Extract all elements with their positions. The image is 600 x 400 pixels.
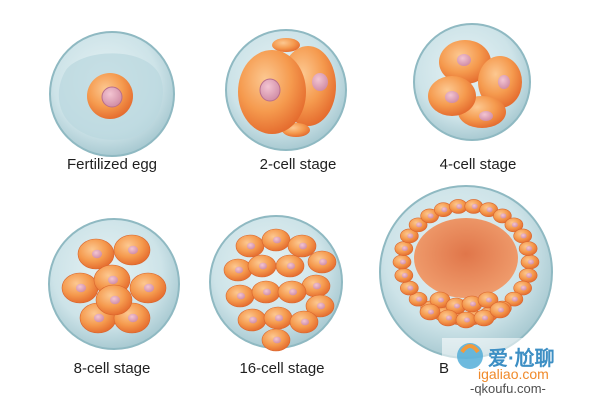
nucleus xyxy=(76,283,86,293)
nucleus xyxy=(526,272,533,278)
nucleus xyxy=(511,296,518,302)
nucleus xyxy=(273,336,281,344)
nucleus xyxy=(317,302,325,310)
blastocyst-illustration xyxy=(379,185,553,359)
nucleus xyxy=(498,75,510,89)
nucleus xyxy=(486,297,492,303)
nucleus xyxy=(441,207,448,213)
stage-label-fertilized-egg: Fertilized egg xyxy=(66,156,158,173)
2-cell-illustration xyxy=(225,29,347,151)
8-cell-illustration xyxy=(48,218,180,350)
pronucleus xyxy=(101,86,123,108)
nucleus xyxy=(445,91,459,103)
16-cell-illustration xyxy=(209,215,343,352)
nucleus xyxy=(94,313,104,323)
nucleus xyxy=(259,262,267,270)
nucleus xyxy=(312,73,328,91)
nucleus xyxy=(407,233,414,239)
nucleus xyxy=(401,246,408,252)
stage-label-4-cell: 4-cell stage xyxy=(439,156,517,173)
nucleus xyxy=(401,272,408,278)
nucleus xyxy=(235,266,243,274)
watermark-url: igaliao.com xyxy=(478,366,549,382)
blastocoel-cavity xyxy=(414,218,518,298)
nucleus xyxy=(520,285,527,291)
nucleus xyxy=(416,222,423,228)
nucleus xyxy=(464,317,470,323)
watermark-logo-icon xyxy=(460,344,480,354)
nucleus xyxy=(457,54,471,66)
nucleus xyxy=(128,245,138,255)
nucleus xyxy=(400,259,406,265)
nucleus xyxy=(92,249,102,259)
nucleus xyxy=(128,313,138,323)
nucleus xyxy=(249,316,257,324)
polar-body xyxy=(272,38,300,52)
nucleus xyxy=(500,213,507,219)
stage-label-2-cell: 2-cell stage xyxy=(259,156,337,173)
nucleus xyxy=(526,246,533,252)
nucleus xyxy=(144,283,154,293)
fertilized-egg-illustration xyxy=(49,31,175,157)
stage-label-8-cell: 8-cell stage xyxy=(73,360,151,377)
nucleus xyxy=(428,309,434,315)
nucleus xyxy=(520,233,527,239)
nucleus xyxy=(470,301,476,307)
watermark xyxy=(442,338,600,400)
nucleus xyxy=(486,207,493,213)
nucleus xyxy=(498,307,504,313)
nucleus xyxy=(454,303,460,309)
nucleus xyxy=(511,222,518,228)
nucleus xyxy=(456,203,463,209)
nucleus xyxy=(263,288,271,296)
stage-label-16-cell: 16-cell stage xyxy=(239,360,325,377)
nucleus xyxy=(301,318,309,326)
nucleus xyxy=(273,236,281,244)
nucleus xyxy=(289,288,297,296)
nucleus xyxy=(108,275,118,285)
nucleus xyxy=(247,242,255,250)
watermark-brand: 爱·尬聊 xyxy=(488,348,555,370)
stage-label-blastocyst: B xyxy=(438,360,450,377)
nucleus xyxy=(438,297,444,303)
nucleus xyxy=(275,314,283,322)
nucleus xyxy=(416,296,423,302)
nucleus xyxy=(427,213,434,219)
nucleus xyxy=(446,315,452,321)
nucleus xyxy=(407,285,414,291)
nucleus xyxy=(237,292,245,300)
nucleus xyxy=(528,259,534,265)
nucleus xyxy=(299,242,307,250)
4-cell-illustration xyxy=(413,23,531,141)
nucleus xyxy=(471,203,478,209)
nucleus xyxy=(110,295,120,305)
nucleus xyxy=(313,282,321,290)
nucleus xyxy=(259,78,281,102)
nucleus xyxy=(319,258,327,266)
nucleus xyxy=(479,111,493,121)
watermark-sub: -qkoufu.com- xyxy=(470,381,546,396)
nucleus xyxy=(482,315,488,321)
nucleus xyxy=(287,262,295,270)
